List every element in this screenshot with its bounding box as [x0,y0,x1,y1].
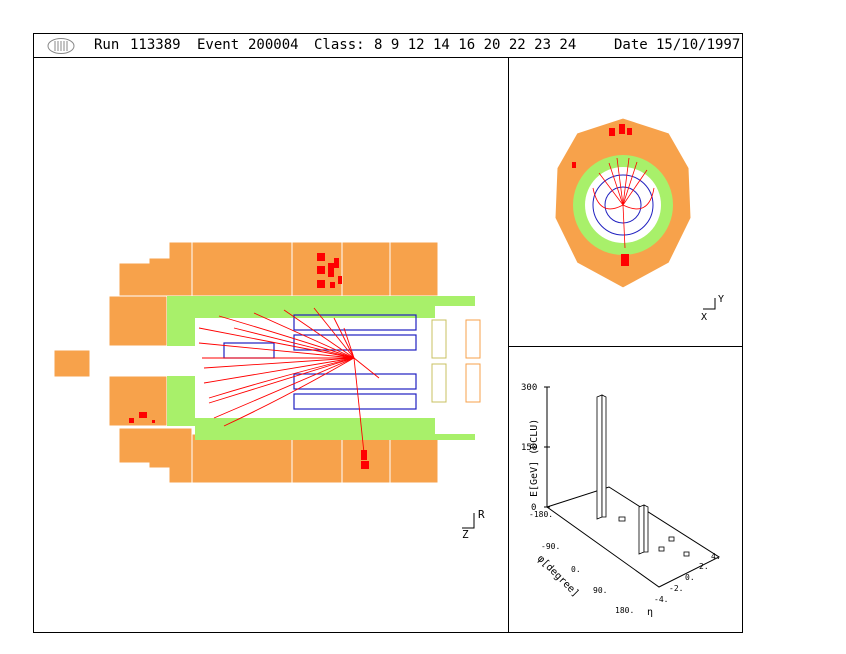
event-display-frame: Run 113389 Event 200004 Class: 8 9 12 14… [33,33,743,633]
lego-eta-tick-1: -2. [669,584,683,593]
outer-calorimeter [53,241,439,484]
lego-phi-tick-4: 180. [615,606,634,615]
header-bar: Run 113389 Event 200004 Class: 8 9 12 14… [34,34,742,58]
end-view-axis-indicator [703,298,716,310]
energy-deposits [129,253,369,469]
side-view-panel: Z R [53,241,485,541]
side-view-axis-indicator [462,513,475,529]
run-number: 113389 [130,37,181,53]
lego-z-tick-300: 300 [521,383,537,393]
run-label: Run [94,37,120,53]
lego-towers [596,394,690,557]
end-view-chambers [592,174,654,236]
lego-phi-tick-3: 90. [593,586,607,595]
lego-phi-axis-label: φ[degree] [535,553,581,599]
date-label: Date [614,37,648,53]
lego-base-plane [545,486,721,588]
tracking-chambers [223,314,417,410]
end-view-panel: X Y [554,117,724,323]
end-view-axis-y: Y [718,294,724,305]
side-view-axis-z: Z [462,528,469,541]
lego-plot-panel: 300 150 0 E[GeV] (DCLU) -180. -90. 0. 90… [521,383,721,618]
side-view-axis-r: R [478,508,485,521]
end-view-deposits [572,124,632,266]
lego-eta-axis-label: η [647,607,653,618]
panel-divider-horizontal [508,346,743,347]
particle-tracks [198,307,380,454]
lego-phi-tick-2: 0. [571,565,581,574]
lego-eta-tick-3: 2. [699,562,709,571]
inner-calorimeter [167,296,475,440]
forward-frames [431,319,481,403]
class-label: Class: [314,37,365,53]
lego-z-tick-150: 150 [521,443,537,453]
lego-eta-tick-4: 4. [711,552,721,561]
lego-z-axis-label: E[GeV] (DCLU) [529,419,540,497]
lego-eta-tick-2: 0. [685,573,695,582]
end-view-axis-x: X [701,312,707,323]
class-values: 8 9 12 14 16 20 22 23 24 [374,37,577,53]
lego-eta-tick-0: -4. [654,595,668,604]
panel-divider-vertical [508,58,509,633]
lego-phi-tick-0: -180. [529,510,553,519]
event-number: 200004 [248,37,299,53]
date-value: 15/10/1997 [656,37,741,53]
h1-logo [47,38,75,54]
lego-z-tick-0: 0 [531,503,536,513]
event-label: Event [197,37,240,53]
end-view-tracks [592,157,655,249]
lego-phi-tick-1: -90. [541,542,560,551]
